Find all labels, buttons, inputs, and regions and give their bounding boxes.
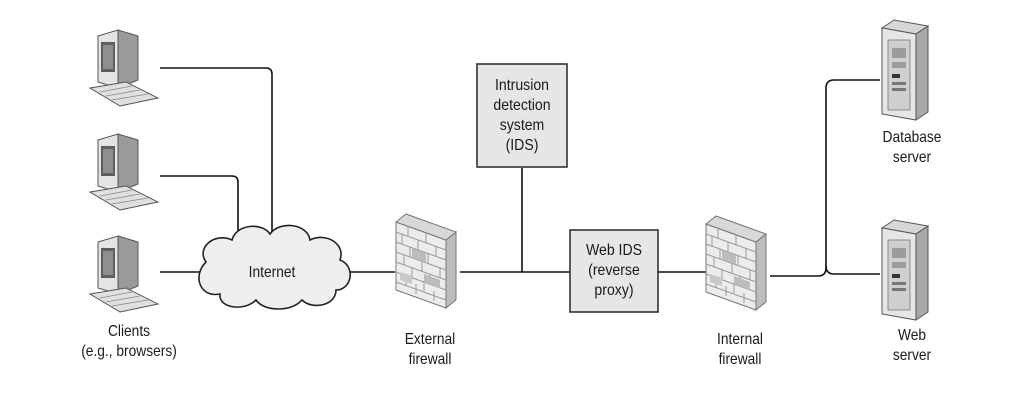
ids-label: Intrusion detection system (IDS) [493, 76, 551, 154]
database-server-icon [881, 19, 929, 121]
external-firewall-label: External firewall [404, 331, 456, 368]
database-server-label: Database server [882, 129, 942, 166]
client-computer-icon-2 [89, 133, 159, 211]
web-server-label: Web server [892, 327, 932, 364]
internal-firewall-label: Internal firewall [717, 331, 763, 368]
ids-box [476, 63, 568, 168]
external-firewall-icon [395, 213, 457, 309]
connection-lines [160, 67, 880, 277]
internal-firewall-icon [705, 215, 767, 311]
internet-label: Internet [248, 264, 296, 281]
client-computer-icon-1 [89, 29, 159, 107]
client-computer-icon-3 [89, 235, 159, 313]
web-ids-box [569, 229, 659, 313]
web-server-icon [881, 219, 929, 321]
clients-label: Clients (e.g., browsers) [81, 323, 177, 360]
cloud-icon [198, 224, 351, 310]
web-ids-label: Web IDS (reverse proxy) [585, 242, 643, 299]
